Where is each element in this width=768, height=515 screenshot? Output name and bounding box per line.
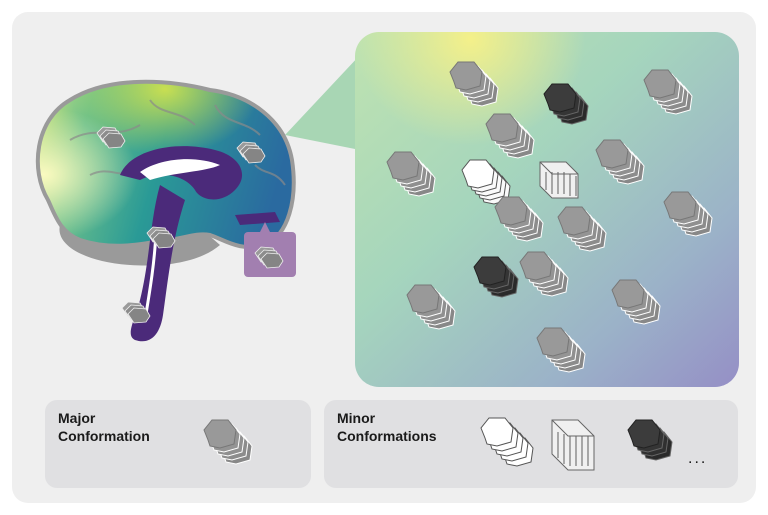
minor-conformations-legend: Minor Conformations ...	[324, 400, 738, 488]
minor-legend-title: Minor Conformations	[337, 409, 437, 445]
hexagon-stack-icon	[480, 417, 534, 467]
minor-label-line2: Conformations	[337, 428, 437, 444]
zoom-callout-wedge	[285, 55, 360, 150]
more-ellipsis: ...	[688, 450, 708, 467]
minor-label-line1: Minor	[337, 410, 376, 426]
sheet-stack-icon	[551, 419, 595, 471]
major-label-line2: Conformation	[58, 428, 150, 444]
hexagon-stack-icon	[203, 419, 253, 465]
major-label-line1: Major	[58, 410, 96, 426]
brain-sagittal-icon	[35, 79, 296, 342]
hexagon-stack-icon	[627, 419, 673, 461]
major-conformation-legend: Major Conformation	[45, 400, 311, 488]
major-legend-title: Major Conformation	[58, 409, 150, 445]
